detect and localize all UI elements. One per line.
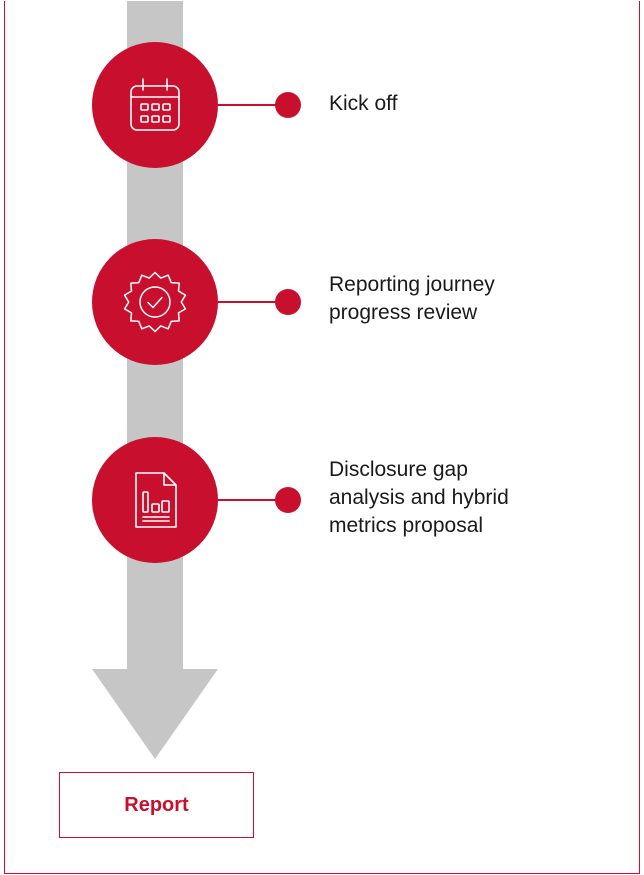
badge-check-icon bbox=[123, 271, 187, 333]
step-3-connector bbox=[218, 499, 280, 501]
calendar-icon bbox=[130, 78, 180, 131]
step-1-label: Kick off bbox=[329, 92, 398, 115]
step-2-connector bbox=[218, 301, 280, 303]
diagram-frame: Kick off Reporting journey progress revi… bbox=[4, 1, 640, 874]
report-label: Report bbox=[124, 793, 189, 816]
timeline-arrowhead bbox=[92, 669, 218, 759]
step-1-connector bbox=[218, 104, 280, 106]
step-1-dot bbox=[275, 92, 301, 118]
step-2-dot bbox=[275, 289, 301, 315]
report-box: Report bbox=[59, 772, 254, 838]
step-1-circle bbox=[92, 42, 218, 168]
step-3-circle bbox=[92, 437, 218, 563]
step-2-circle bbox=[92, 239, 218, 365]
step-3-label: Disclosure gap analysis and hybrid metri… bbox=[329, 458, 509, 537]
document-chart-icon bbox=[135, 472, 177, 528]
step-3-dot bbox=[275, 487, 301, 513]
step-2-label: Reporting journey progress review bbox=[329, 273, 495, 324]
